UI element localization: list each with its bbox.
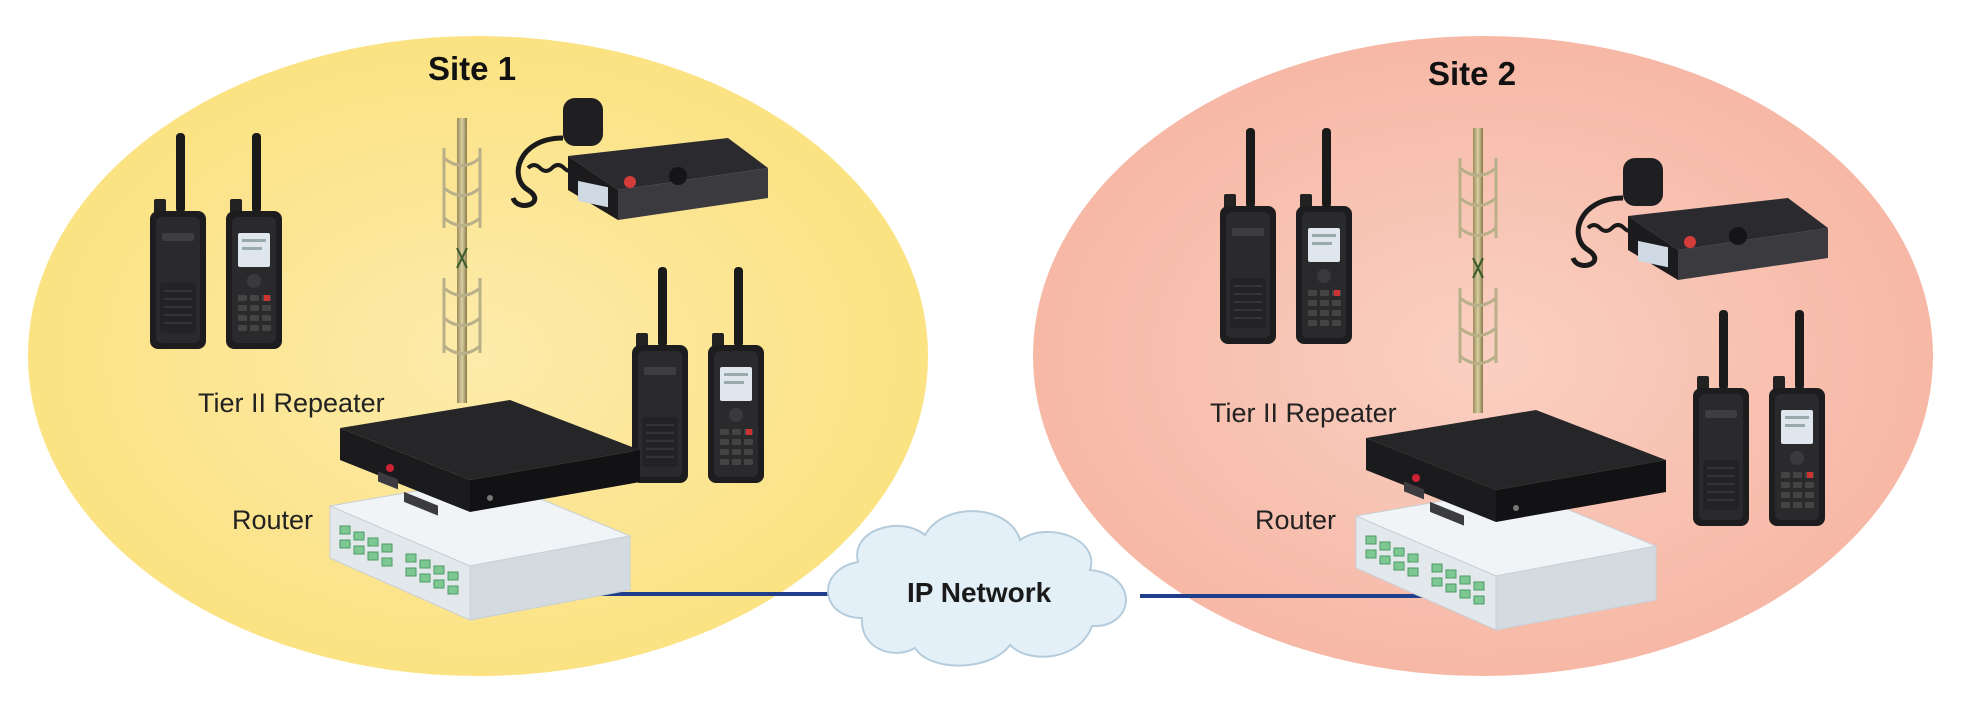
site-1-router-label: Router [232,505,314,535]
site-2-repeater-label: Tier II Repeater [1210,398,1397,428]
cloud-icon [827,510,1127,667]
site-2-router-label: Router [1255,505,1337,535]
site-2-title: Site 2 [1428,55,1517,92]
site-1-repeater-label: Tier II Repeater [198,388,385,418]
ip-network-label: IP Network [907,577,1052,608]
site-1-title: Site 1 [428,50,517,87]
